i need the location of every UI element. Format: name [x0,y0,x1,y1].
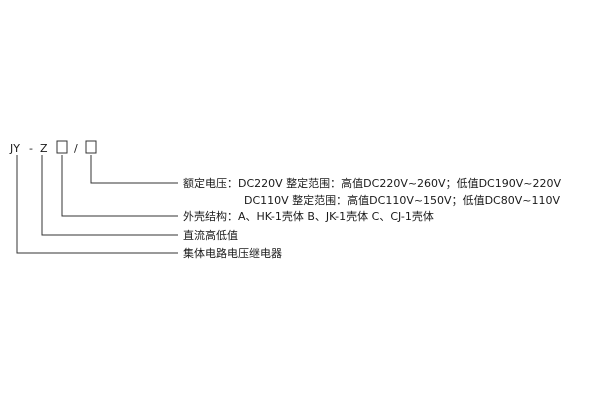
code-z: Z [40,142,48,155]
label-rated-voltage-line2: DC110V 整定范围：高值DC110V~150V；低值DC80V~110V [244,193,560,207]
label-dc-high-low: 直流高低值 [183,228,238,242]
code-slash: / [74,142,78,155]
placeholder-box-voltage [85,140,97,154]
leader-line-relay [16,155,178,254]
leader-line-shell-structure [61,155,178,217]
placeholder-box-shell [56,140,68,154]
leader-line-rated-voltage [90,155,178,184]
code-dash: - [29,142,33,155]
label-rated-voltage-line1: 额定电压：DC220V 整定范围：高值DC220V~260V；低值DC190V~… [183,176,561,190]
leader-line-dc-high-low [41,155,178,236]
code-jy: JY [9,142,20,155]
label-integrated-circuit-relay: 集体电路电压继电器 [183,246,282,260]
label-shell-structure: 外壳结构：A、HK-1壳体 B、JK-1壳体 C、CJ-1壳体 [183,209,434,223]
